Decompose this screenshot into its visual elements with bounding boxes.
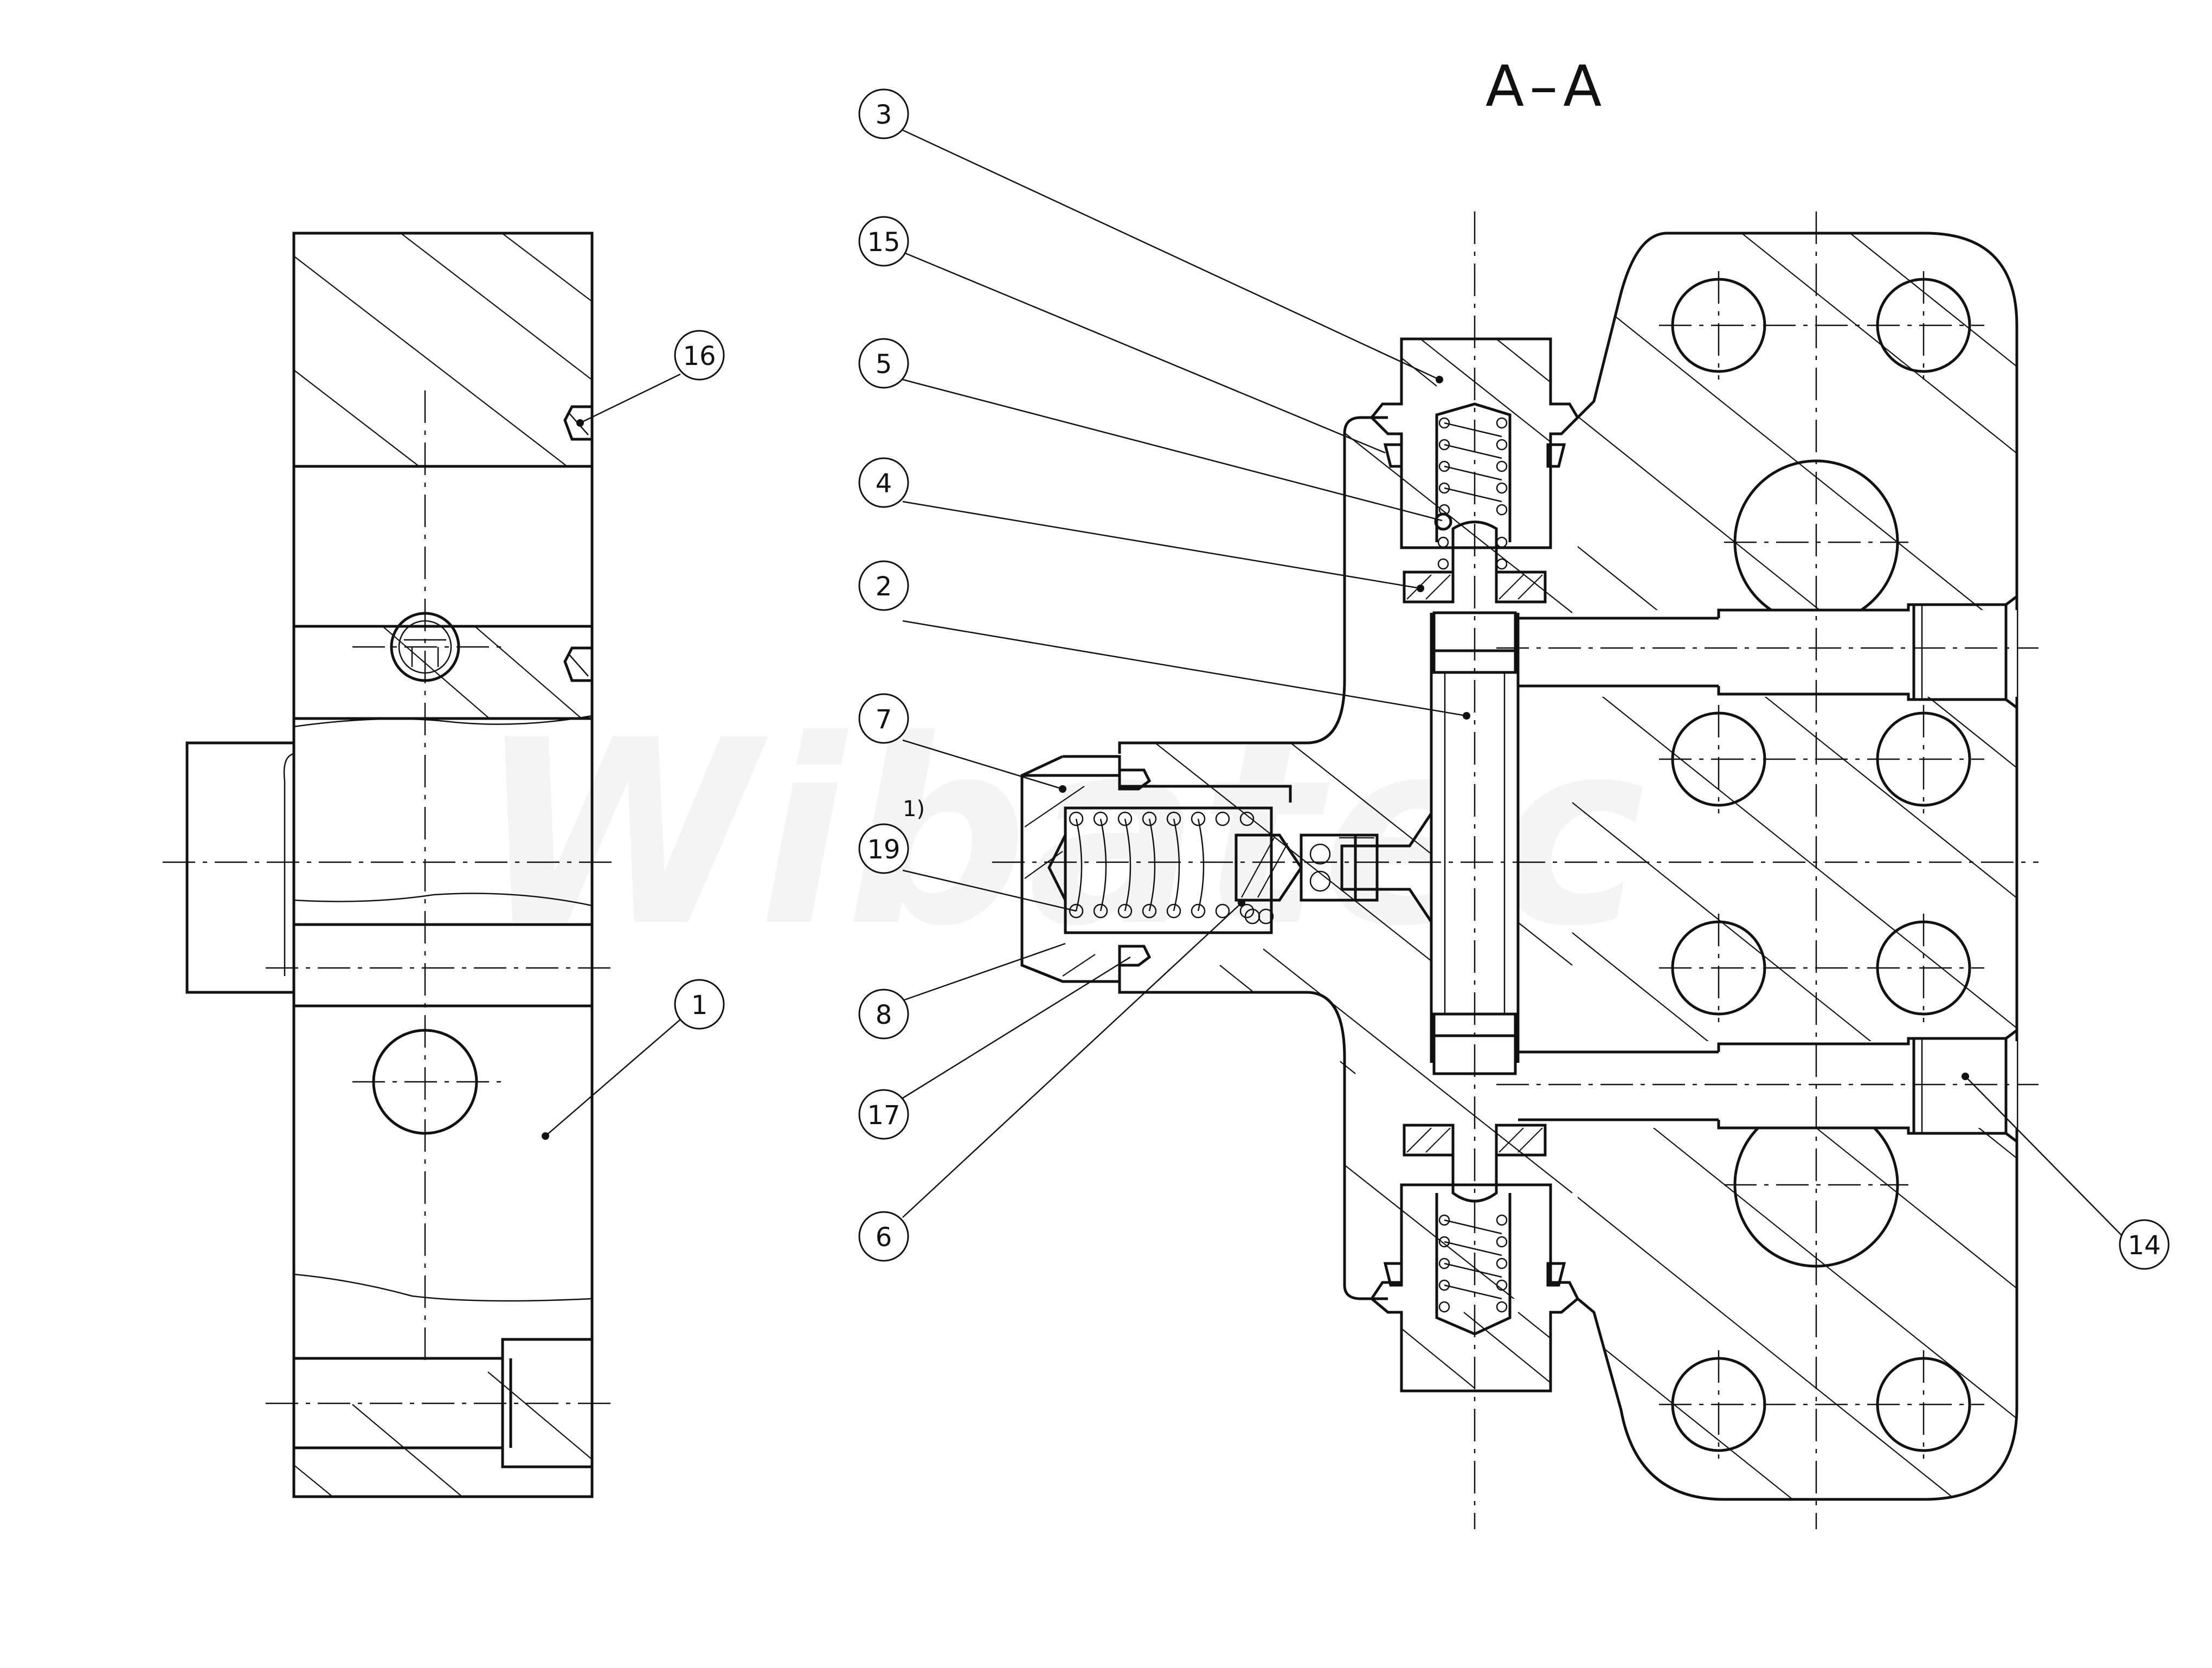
balloon-2: 2 — [858, 560, 909, 611]
balloon-7: 7 — [858, 693, 909, 744]
leader-lines — [545, 129, 2129, 1242]
top-spring — [1438, 417, 1508, 516]
svg-text:4: 4 — [876, 469, 892, 499]
svg-text:3: 3 — [876, 100, 892, 130]
balloon-5: 5 — [858, 338, 909, 389]
valve-body-outline — [1118, 416, 1388, 1300]
svg-text:19: 19 — [867, 835, 900, 865]
balloon-15: 15 — [858, 216, 909, 267]
port-top — [1518, 595, 2018, 709]
balloon-4: 4 — [858, 457, 909, 508]
section-a-a — [992, 211, 2039, 1529]
balloon-17: 17 — [858, 1089, 909, 1140]
balloon-8: 8 — [858, 989, 909, 1040]
svg-text:17: 17 — [867, 1100, 900, 1131]
svg-text:8: 8 — [876, 1000, 892, 1030]
flange-holes — [1671, 278, 1971, 1452]
check-valve-spring — [1069, 811, 1255, 919]
bottom-spring — [1438, 1214, 1508, 1313]
flange-plate-outline — [1577, 232, 2018, 1501]
balloon-3: 3 — [858, 88, 909, 139]
section-title: A–A — [1486, 53, 1607, 119]
svg-text:15: 15 — [867, 227, 900, 258]
side-view-boss — [185, 741, 295, 994]
o-ring-16 — [563, 405, 594, 441]
port-bottom-14 — [1518, 1029, 2018, 1143]
balloon-16: 16 — [674, 330, 725, 381]
svg-text:16: 16 — [683, 341, 716, 371]
svg-text:2: 2 — [876, 572, 892, 602]
top-cap-3 — [1369, 337, 1580, 604]
balloon-14: 14 — [2119, 1219, 2170, 1270]
balloon-1: 1 — [674, 979, 725, 1030]
side-view — [163, 232, 618, 1498]
footnote-marker: 1) — [903, 797, 925, 822]
svg-text:5: 5 — [876, 349, 892, 380]
side-view-hatch-top — [294, 233, 592, 466]
svg-text:6: 6 — [876, 1222, 892, 1253]
svg-text:1: 1 — [691, 990, 708, 1021]
svg-text:7: 7 — [876, 704, 892, 735]
check-valve-assembly — [1020, 755, 1379, 983]
svg-text:14: 14 — [2127, 1230, 2160, 1261]
balloon-6: 6 — [858, 1211, 909, 1262]
balloon-19: 19 — [858, 823, 909, 874]
